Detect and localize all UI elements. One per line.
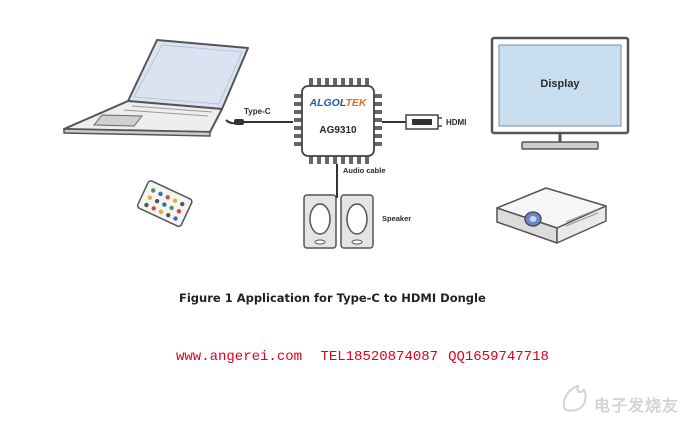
display-label: Display: [540, 78, 580, 90]
monitor-icon: [490, 36, 630, 150]
qq-text: QQ1659747718: [448, 349, 549, 365]
audio-cable-label: Audio cable: [343, 166, 386, 175]
chip-icon: [294, 78, 382, 164]
hdmi-connector-icon: [382, 114, 442, 130]
typec-cable: [225, 119, 293, 125]
speaker-icon: [303, 194, 374, 249]
chip-model-label: AG9310: [319, 125, 357, 136]
website-text: www.angerei.com: [176, 349, 303, 365]
speaker-label: Speaker: [382, 214, 411, 223]
figure-caption: Figure 1 Application for Type-C to HDMI …: [179, 291, 486, 305]
watermark-text: 电子发烧友: [594, 396, 680, 415]
typec-label: Type-C: [244, 107, 271, 116]
tel-text: TEL18520874087: [320, 349, 439, 365]
laptop-icon: [63, 39, 249, 137]
watermark-logo: 电子发烧友: [556, 378, 684, 418]
watermark-icon: [562, 384, 587, 412]
hdmi-label: HDMI: [446, 118, 466, 127]
remote-icon: [136, 180, 193, 228]
contact-line: www.angerei.com TEL18520874087 QQ16597477…: [176, 349, 559, 365]
chip-brand-logo: ALGOLTEK: [309, 97, 368, 109]
projector-icon: [496, 187, 607, 244]
